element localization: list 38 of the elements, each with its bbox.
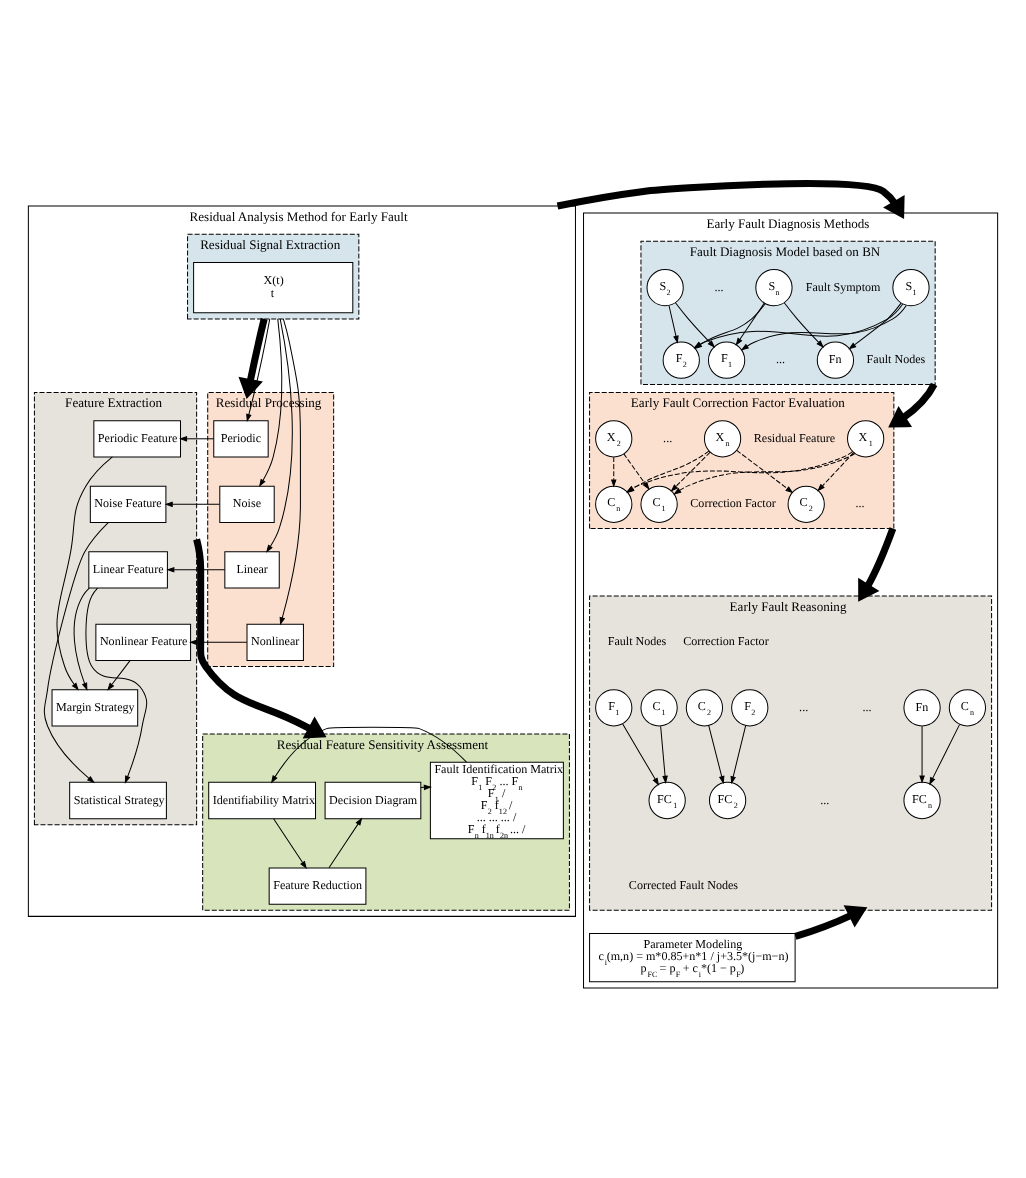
arrow (783, 302, 825, 348)
arrow (668, 305, 679, 344)
arrow (670, 451, 711, 492)
arrow (85, 587, 148, 784)
arrow (622, 723, 660, 786)
arrow (740, 305, 907, 351)
arrow (166, 566, 226, 573)
arrow (730, 725, 747, 785)
arrow (929, 724, 960, 786)
arrow (279, 318, 301, 626)
arrow (888, 382, 938, 428)
arrow (556, 180, 905, 219)
arrow (246, 318, 271, 422)
arrow (73, 587, 90, 691)
arrow (273, 818, 307, 870)
arrow (258, 318, 283, 488)
arrow (238, 318, 268, 400)
arrow (328, 817, 363, 869)
arrow (858, 527, 897, 602)
arrow (179, 435, 215, 442)
arrow (420, 784, 432, 791)
arrow (673, 452, 856, 495)
arrow (736, 449, 794, 494)
arrow (919, 725, 925, 784)
arrow (848, 302, 902, 350)
arrow (708, 724, 725, 785)
arrow (164, 501, 221, 508)
arrow (193, 538, 327, 739)
arrow (660, 725, 668, 784)
arrow (43, 522, 109, 784)
arrow (189, 639, 248, 646)
arrow (56, 456, 113, 691)
arrow (107, 660, 131, 691)
arrow (817, 452, 855, 492)
arrow (735, 302, 765, 346)
arrow (610, 456, 617, 488)
arrow (266, 318, 293, 553)
arrow (794, 905, 868, 940)
